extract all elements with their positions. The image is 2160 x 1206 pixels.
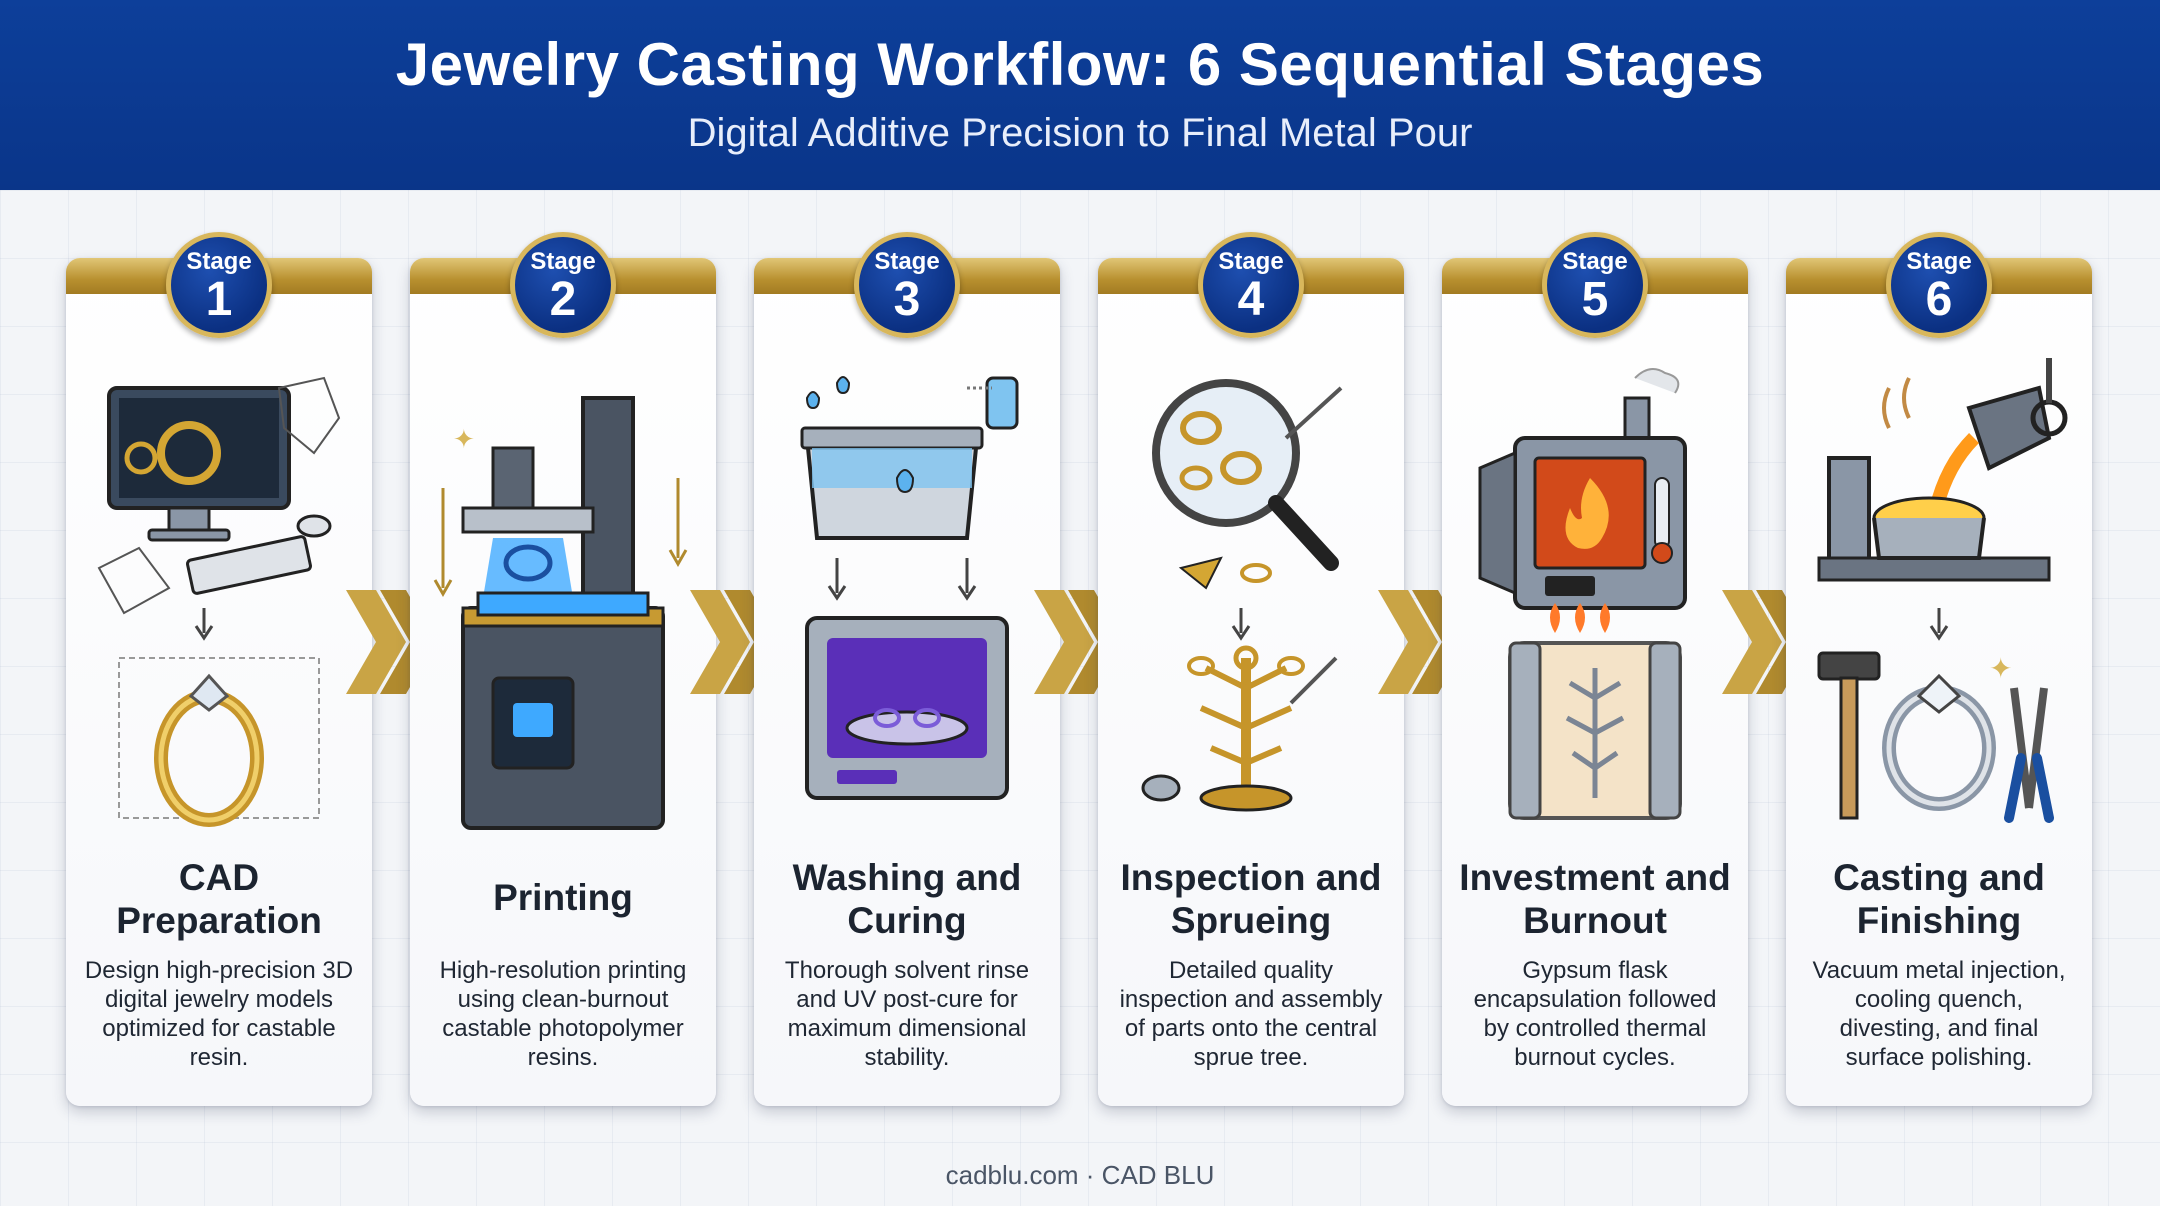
stage-badge-label: Stage — [1906, 248, 1972, 275]
stage-badge-number: 4 — [1237, 273, 1265, 326]
stage-title: CAD Preparation — [116, 857, 322, 941]
stage-badge: Stage 4 — [1198, 232, 1304, 338]
stage-title: Investment and Burnout — [1459, 857, 1731, 941]
stage-badge-number: 2 — [549, 273, 577, 326]
stage-title: Inspection and Sprueing — [1120, 857, 1382, 941]
stage-card-6: Stage 6 ✦ Casting and Finishing Vacuum m… — [1786, 232, 2092, 1106]
stage-badge: Stage 3 — [854, 232, 960, 338]
stage-description: Thorough solvent rinse and UV post-cure … — [784, 957, 1030, 1071]
stage-badge-label: Stage — [186, 248, 252, 275]
page-subtitle: Digital Additive Precision to Final Meta… — [687, 111, 1473, 155]
stage-description: Vacuum metal injection, cooling quench, … — [1812, 957, 2066, 1071]
stage-badge: Stage 2 — [510, 232, 616, 338]
stage-description: High-resolution printing using clean-bur… — [439, 957, 687, 1071]
stage-card-2: Stage 2 ✦ Printing High-resolution print… — [410, 232, 716, 1106]
stage-card-3: Stage 3 Washing and Curing Thorough solv… — [754, 232, 1060, 1106]
svg-text:✦: ✦ — [1989, 652, 2012, 685]
stage-badge-number: 6 — [1925, 273, 1953, 326]
wash-cure-icon — [800, 376, 1019, 800]
stage-description: Design high-precision 3D digital jewelry… — [84, 957, 354, 1071]
stage-badge-number: 5 — [1581, 273, 1609, 326]
cad-computer-icon — [97, 376, 341, 827]
stage-title: Printing — [493, 877, 633, 918]
stage-badge: Stage 5 — [1542, 232, 1648, 338]
stage-description: Gypsum flask encapsulation followed by c… — [1473, 957, 1717, 1071]
stage-card-5: Stage 5 Investment and Burnout Gypsum fl… — [1442, 232, 1748, 1106]
3d-printer-icon: ✦ — [433, 396, 688, 830]
magnifier-sprue-icon — [1141, 379, 1343, 812]
page-title: Jewelry Casting Workflow: 6 Sequential S… — [395, 31, 1765, 98]
stage-badge: Stage 1 — [166, 232, 272, 338]
stage-badge-label: Stage — [874, 248, 940, 275]
stage-description: Detailed quality inspection and assembly… — [1119, 957, 1383, 1071]
svg-text:✦: ✦ — [453, 425, 475, 455]
footer-credit: cadblu.com · CAD BLU — [945, 1160, 1215, 1190]
stage-badge-label: Stage — [1562, 248, 1628, 275]
casting-tools-icon: ✦ — [1817, 358, 2068, 823]
stage-card-4: Stage 4 Inspection and Sprueing Detailed… — [1098, 232, 1404, 1106]
stage-badge-label: Stage — [530, 248, 596, 275]
stage-title: Casting and Finishing — [1833, 857, 2045, 941]
stage-card-1: Stage 1 CAD Preparation Design high-prec… — [66, 232, 372, 1106]
stage-badge-label: Stage — [1218, 248, 1284, 275]
stage-badge: Stage 6 — [1886, 232, 1992, 338]
header-banner: Jewelry Casting Workflow: 6 Sequential S… — [0, 0, 2160, 190]
stage-title: Washing and Curing — [792, 857, 1022, 941]
stage-badge-number: 1 — [205, 273, 233, 326]
stage-badge-number: 3 — [893, 273, 921, 326]
furnace-flask-icon — [1478, 368, 1687, 820]
